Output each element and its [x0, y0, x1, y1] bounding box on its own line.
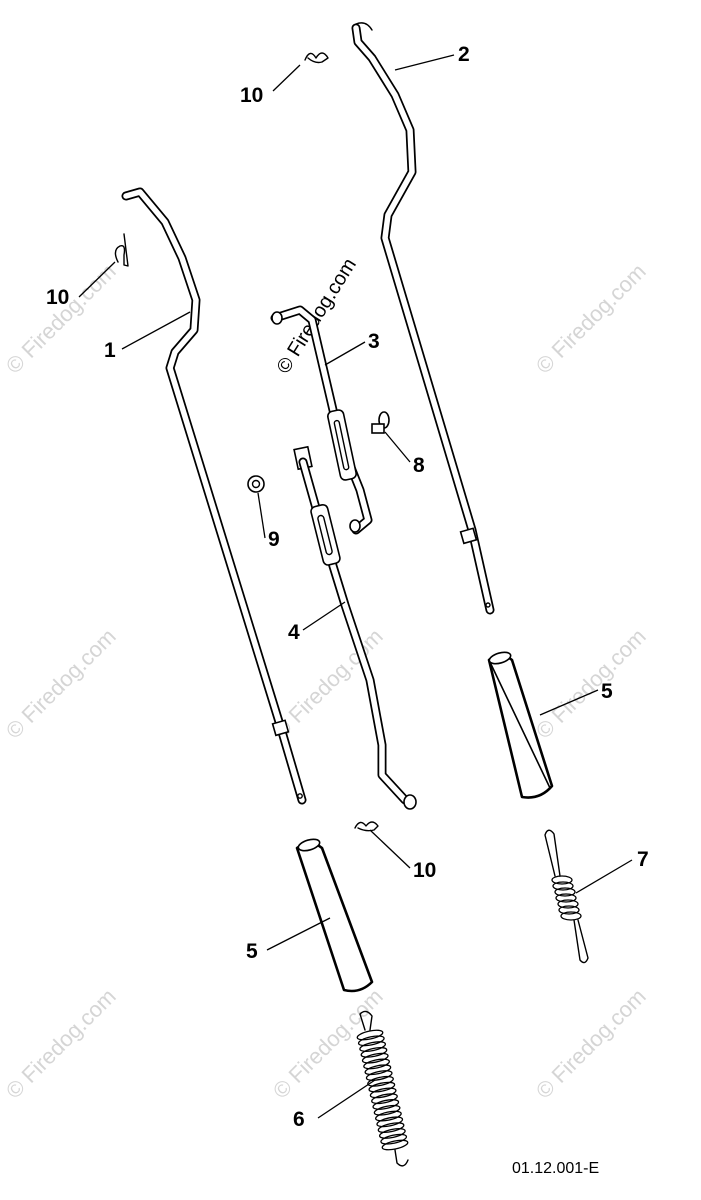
spring-coil — [361, 1052, 389, 1064]
watermark: © Firedog.com — [531, 624, 651, 744]
spring-coil — [360, 1046, 388, 1058]
callout-10: 10 — [46, 286, 69, 309]
spring-coil — [380, 1133, 408, 1145]
callout-10: 10 — [240, 84, 263, 107]
spring-coil — [375, 1110, 402, 1122]
spring-coil — [367, 1075, 394, 1087]
part-6-spring — [356, 1010, 409, 1167]
watermark: © Firedog.com — [1, 624, 121, 744]
part-5-sleeve-right — [487, 651, 554, 799]
callout-7: 7 — [637, 848, 649, 871]
spring-coil — [378, 1128, 406, 1139]
callout-4: 4 — [288, 621, 300, 644]
callout-2: 2 — [458, 43, 470, 66]
callout-5: 5 — [246, 940, 258, 963]
callout-6: 6 — [293, 1108, 305, 1131]
callouts: 10 2 10 1 3 8 9 4 5 10 7 5 6 — [46, 43, 649, 1131]
part-8-pin — [371, 411, 390, 434]
callout-10: 10 — [413, 859, 436, 882]
spring-coil — [356, 1029, 384, 1041]
spring-coil — [368, 1081, 396, 1093]
part-1-rod — [121, 187, 307, 805]
spring-coil — [359, 1041, 387, 1052]
part-10-clip-top — [304, 52, 329, 64]
spring-coil — [373, 1104, 401, 1116]
spring-coil — [372, 1099, 400, 1110]
callout-1: 1 — [104, 339, 116, 362]
callout-5: 5 — [601, 680, 613, 703]
spring-coil — [376, 1116, 404, 1128]
leader-lines — [78, 54, 633, 1119]
watermark: © Firedog.com — [531, 259, 651, 379]
part-10-clip-left — [114, 233, 129, 267]
spring-coil — [365, 1070, 393, 1081]
spring-coil — [371, 1093, 398, 1105]
spring-coils — [356, 1029, 409, 1151]
spring-coil — [363, 1058, 390, 1070]
callout-8: 8 — [413, 454, 425, 477]
callout-9: 9 — [268, 528, 280, 551]
spring-coil — [369, 1087, 397, 1099]
spring-coil — [377, 1122, 405, 1134]
diagram-reference-code: 01.12.001-E — [512, 1160, 599, 1177]
part-9-nut — [247, 475, 265, 493]
part-10-clip-bottom — [354, 821, 379, 832]
watermark: © Firedog.com — [1, 984, 121, 1104]
callout-3: 3 — [368, 330, 380, 353]
part-3-link — [270, 305, 373, 535]
spring-coil — [381, 1139, 409, 1151]
part-4-link — [293, 445, 417, 810]
watermark: © Firedog.com — [1, 259, 121, 379]
part-7-spring — [544, 829, 589, 964]
spring-coil — [364, 1064, 392, 1076]
part-5-sleeve-left — [295, 838, 374, 993]
spring-coil — [357, 1035, 385, 1047]
watermark: © Firedog.com — [531, 984, 651, 1104]
part-2-rod — [351, 22, 495, 615]
